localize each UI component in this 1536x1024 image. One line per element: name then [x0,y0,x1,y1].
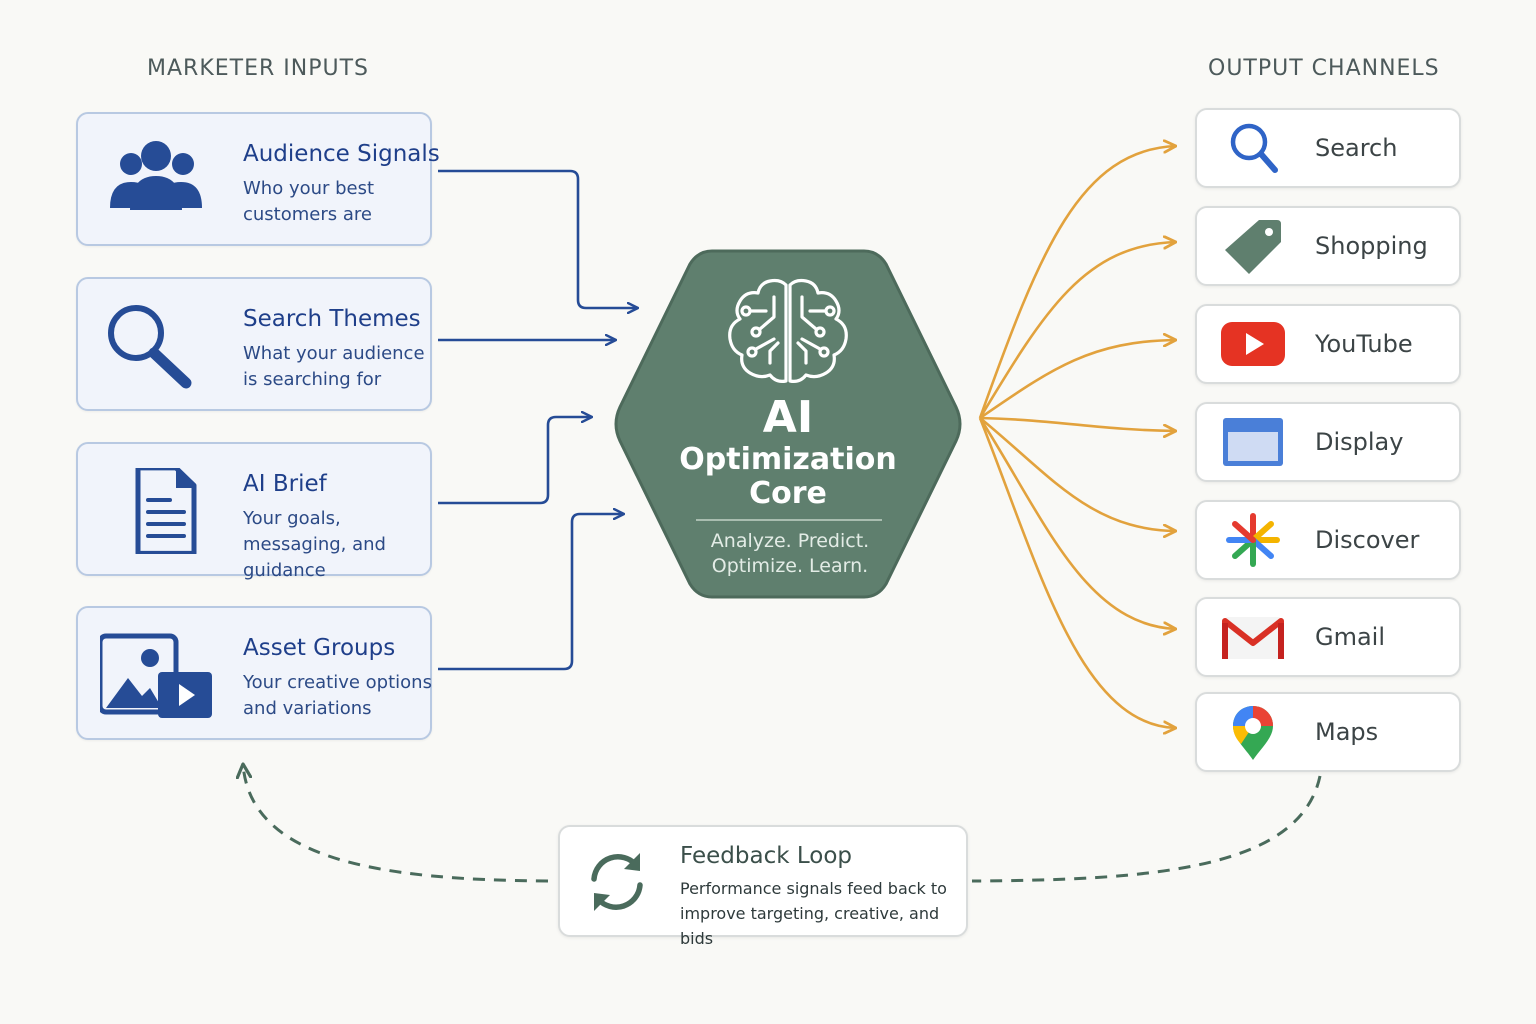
brain-circuit-icon [728,278,848,383]
input-card-ai-brief[interactable]: AI Brief Your goals, messaging, and guid… [76,442,432,581]
youtube-icon [1221,322,1285,366]
output-label: Shopping [1315,232,1428,260]
feedback-connector-left [243,764,549,883]
display-window-icon [1223,418,1283,466]
output-card-maps[interactable]: Maps [1195,692,1461,772]
input-title: Asset Groups [243,635,396,661]
ai-optimization-core: AI Optimization Core Analyze. Predict. O… [612,247,964,601]
connector-gmail [978,417,1176,629]
image-video-icon [100,633,212,718]
refresh-cycle-icon [591,853,643,911]
input-title: Audience Signals [243,141,440,167]
input-card-audience-signals[interactable]: Audience Signals Who your best customers… [76,112,440,246]
core-divider [696,519,882,521]
connector-maps [978,417,1176,728]
gmail-icon [1222,617,1284,659]
audience-icon [110,141,202,210]
discover-asterisk-icon [1226,513,1280,567]
input-title: Search Themes [243,306,421,332]
core-subtitle: Optimization Core [679,442,897,511]
connector-asset-groups [438,514,624,671]
input-description: Who your best customers are [243,178,375,225]
output-label: YouTube [1315,330,1413,358]
maps-pin-icon [1233,706,1273,760]
output-card-display[interactable]: Display [1195,402,1461,482]
feedback-title: Feedback Loop [680,843,852,869]
search-icon [1230,123,1278,173]
output-label: Discover [1315,526,1420,554]
connector-search [978,146,1176,419]
input-description: What your audience is searching for [243,343,425,390]
output-label: Gmail [1315,623,1386,651]
connector-discover [979,416,1176,531]
feedback-loop-card[interactable]: Feedback Loop Performance signals feed b… [558,825,968,948]
connector-ai-brief [438,417,592,505]
feedback-description: Performance signals feed back to improve… [680,879,947,948]
input-card-search-themes[interactable]: Search Themes What your audience is sear… [76,277,432,411]
input-card-asset-groups[interactable]: Asset Groups Your creative options and v… [76,606,432,740]
output-card-gmail[interactable]: Gmail [1195,597,1461,677]
connector-youtube [979,340,1176,420]
output-label: Display [1315,428,1404,456]
output-card-youtube[interactable]: YouTube [1195,304,1461,384]
connector-shopping [978,242,1176,419]
output-label: Maps [1315,718,1379,746]
feedback-connector-right [971,775,1322,883]
input-description: Your goals, messaging, and guidance [243,508,386,581]
magnifier-icon [108,305,192,389]
connector-display [979,416,1176,431]
marketer-inputs-heading: MARKETER INPUTS [147,56,369,81]
core-hexagon [614,249,962,599]
document-icon [135,468,197,554]
shopping-tag-icon [1225,220,1281,274]
output-card-search[interactable]: Search [1195,108,1461,188]
input-title: AI Brief [243,471,327,497]
connector-audience-signals [438,169,638,308]
output-card-shopping[interactable]: Shopping [1195,206,1461,286]
output-card-discover[interactable]: Discover [1195,500,1461,580]
core-tagline: Analyze. Predict. Optimize. Learn. [710,530,870,577]
output-channels-heading: OUTPUT CHANNELS [1208,56,1440,81]
output-label: Search [1315,134,1398,162]
core-title: AI [762,392,814,443]
input-description: Your creative options and variations [243,672,432,719]
